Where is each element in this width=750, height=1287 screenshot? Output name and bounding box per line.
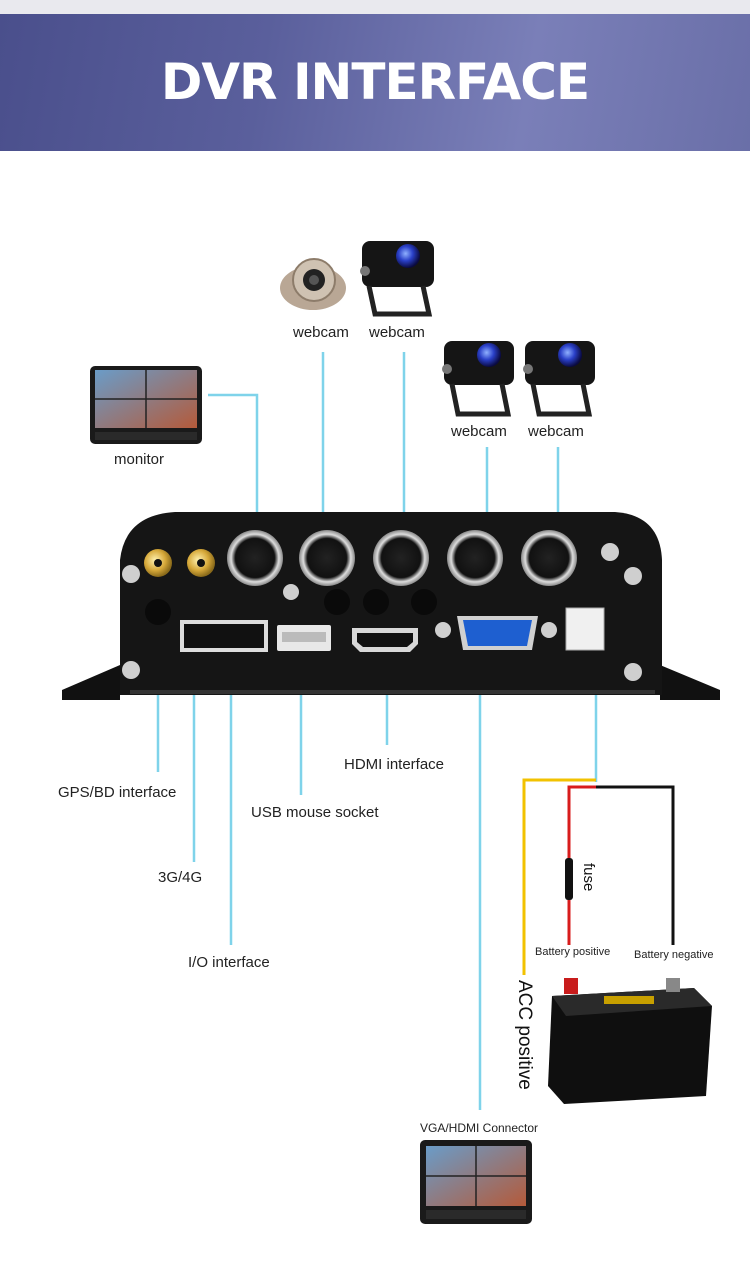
webcam-label: webcam: [528, 423, 584, 440]
usb-label: USB mouse socket: [251, 804, 379, 821]
hdmi-label: HDMI interface: [344, 756, 444, 773]
car-battery-icon: [548, 978, 712, 1104]
fuse-label: fuse: [580, 863, 597, 891]
webcam-label: webcam: [293, 324, 349, 341]
fuse-icon: [565, 858, 573, 900]
io-label: I/O interface: [188, 954, 270, 971]
gps-label: GPS/BD interface: [58, 784, 176, 801]
box-camera-icon: [360, 241, 434, 314]
box-camera-icon: [523, 341, 595, 414]
acc-positive-label: ACC positive: [513, 980, 535, 1090]
dome-camera-icon: [280, 259, 346, 310]
g34-label: 3G/4G: [158, 869, 202, 886]
monitor-label: monitor: [114, 451, 164, 468]
negative-wire: [596, 787, 673, 945]
webcam-label: webcam: [451, 423, 507, 440]
monitor-icon: [420, 1140, 532, 1224]
dvr-device-icon: [62, 512, 720, 700]
battery-positive-label: Battery positive: [535, 946, 610, 958]
vga-label: VGA/HDMI Connector: [420, 1121, 538, 1135]
monitor-icon: [90, 366, 202, 444]
box-camera-icon: [442, 341, 514, 414]
battery-negative-label: Battery negative: [634, 949, 714, 961]
webcam-label: webcam: [369, 324, 425, 341]
